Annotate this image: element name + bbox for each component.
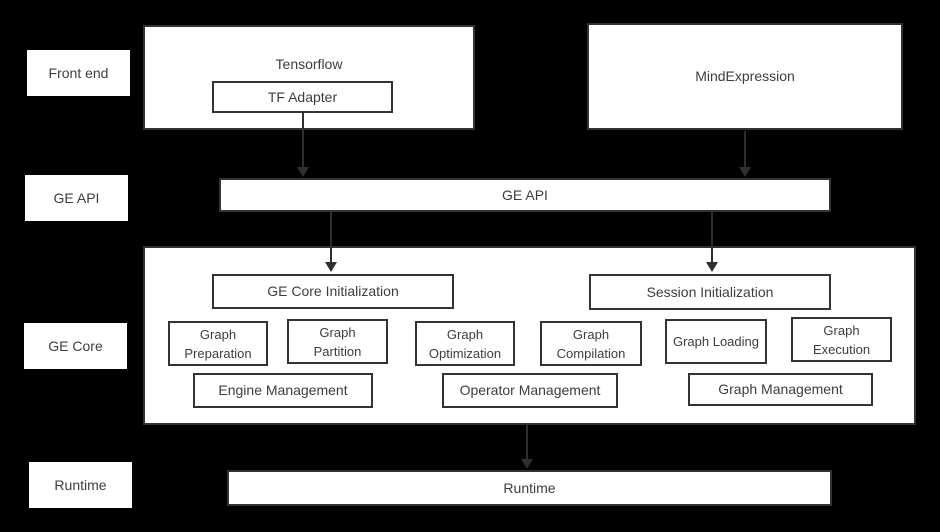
arrow-ge-core-to-runtime bbox=[521, 425, 533, 469]
arrow-down-icon bbox=[297, 167, 309, 177]
session-initialization-box: Session Initialization bbox=[589, 274, 831, 310]
tensorflow-title: Tensorflow bbox=[275, 56, 343, 72]
arrow-line bbox=[526, 425, 528, 459]
arrow-down-icon bbox=[739, 167, 751, 177]
ge-core-box: GE Core Initialization Session Initializ… bbox=[143, 246, 916, 425]
tf-adapter-box: TF Adapter bbox=[212, 81, 393, 113]
graph-optimization-box: Graph Optimization bbox=[415, 321, 515, 366]
graph-management-box: Graph Management bbox=[688, 373, 873, 406]
row-label-ge-core: GE Core bbox=[24, 323, 127, 369]
graph-execution-box: Graph Execution bbox=[791, 317, 892, 362]
ge-api-bar: GE API bbox=[219, 178, 831, 212]
mind-expression-box: MindExpression bbox=[587, 23, 903, 130]
graph-loading-box: Graph Loading bbox=[665, 319, 767, 364]
arrow-mind-expression-to-ge-api bbox=[739, 131, 751, 177]
operator-management-box: Operator Management bbox=[442, 373, 618, 408]
graph-compilation-box: Graph Compilation bbox=[540, 321, 642, 366]
graph-preparation-box: Graph Preparation bbox=[168, 321, 268, 366]
arrow-down-icon bbox=[521, 459, 533, 469]
arrow-line bbox=[744, 131, 746, 167]
graph-partition-box: Graph Partition bbox=[287, 319, 388, 364]
engine-management-box: Engine Management bbox=[193, 373, 373, 408]
tensorflow-box: Tensorflow TF Adapter bbox=[143, 25, 475, 130]
ge-core-initialization-box: GE Core Initialization bbox=[212, 274, 454, 309]
row-label-front-end: Front end bbox=[27, 50, 130, 96]
row-label-runtime: Runtime bbox=[29, 462, 132, 508]
runtime-bar: Runtime bbox=[227, 470, 832, 506]
row-label-ge-api: GE API bbox=[25, 175, 128, 221]
